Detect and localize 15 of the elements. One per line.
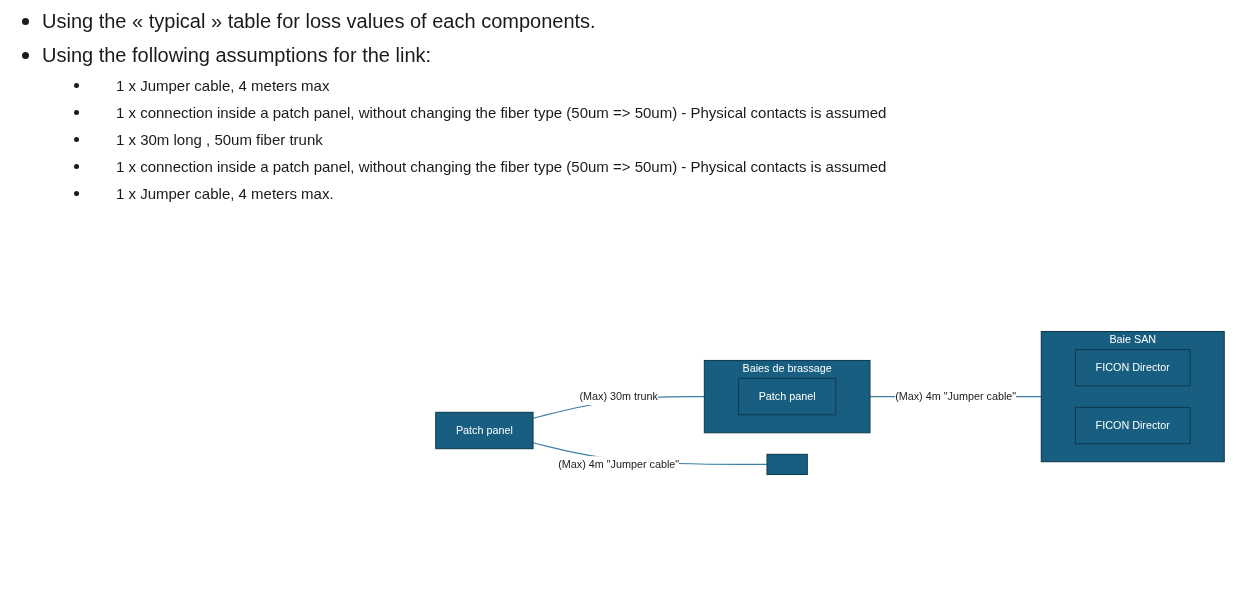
node-box	[766, 453, 808, 476]
node-box: Patch panel	[738, 377, 837, 416]
bullet-text: 1 x connection inside a patch panel, without changing the fiber type (50um => 50um) - Physical contacts is assumed	[116, 157, 887, 176]
bullet-text: 1 x Jumper cable, 4 meters max	[116, 76, 330, 95]
node-box: Patch panel	[435, 411, 534, 450]
bullet-text: 1 x connection inside a patch panel, without changing the fiber type (50um => 50um) - Physical contacts is assumed	[116, 103, 887, 122]
edge-label: (Max) 4m "Jumper cable"	[558, 457, 680, 470]
edge-label: (Max) 4m "Jumper cable"	[895, 389, 1017, 403]
bullet-text: Using the « typical » table for loss values of each components.	[42, 9, 596, 33]
node-box: FICON Director	[1074, 348, 1191, 387]
bullet-text: 1 x 30m long , 50um fiber trunk	[116, 130, 323, 149]
bullet-text: Using the following assumptions for the link:	[42, 43, 432, 67]
edge-label: (Max) 30m trunk	[579, 389, 658, 403]
node-box: FICON Director	[1074, 406, 1191, 445]
bullet-text: 1 x Jumper cable, 4 meters max.	[116, 184, 334, 203]
